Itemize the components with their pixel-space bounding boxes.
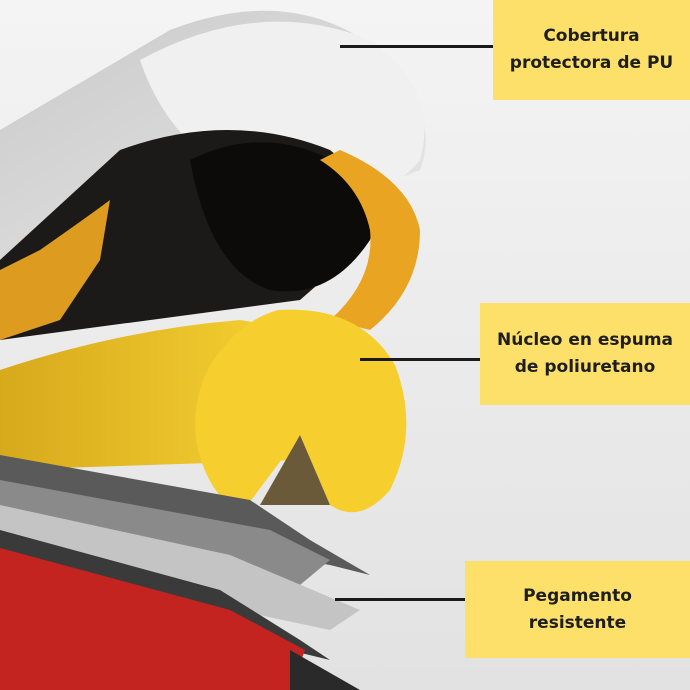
cover-callout-line-2: protectora de PU xyxy=(509,53,674,73)
cover-leader-line xyxy=(340,45,493,48)
foam-leader-line xyxy=(360,358,480,361)
yellow-foam-core xyxy=(0,309,407,515)
red-adhesive-layer xyxy=(0,548,360,690)
adhesive-callout-line-1: Pegamento resistente xyxy=(523,585,632,633)
cover-callout-line-1: Cobertura xyxy=(543,26,640,46)
foam-callout-line-2: de poliuretano xyxy=(514,357,656,377)
foam-callout-label: Núcleo en espuma de poliuretano xyxy=(480,303,690,405)
black-tube-layer xyxy=(0,130,380,340)
adhesive-leader-line xyxy=(335,598,465,601)
cover-callout-label: Cobertura protectora de PU xyxy=(493,0,690,100)
orange-tube-layer xyxy=(0,150,420,340)
adhesive-callout-label: Pegamento resistente xyxy=(465,561,690,658)
foam-callout-line-1: Núcleo en espuma xyxy=(496,330,674,350)
